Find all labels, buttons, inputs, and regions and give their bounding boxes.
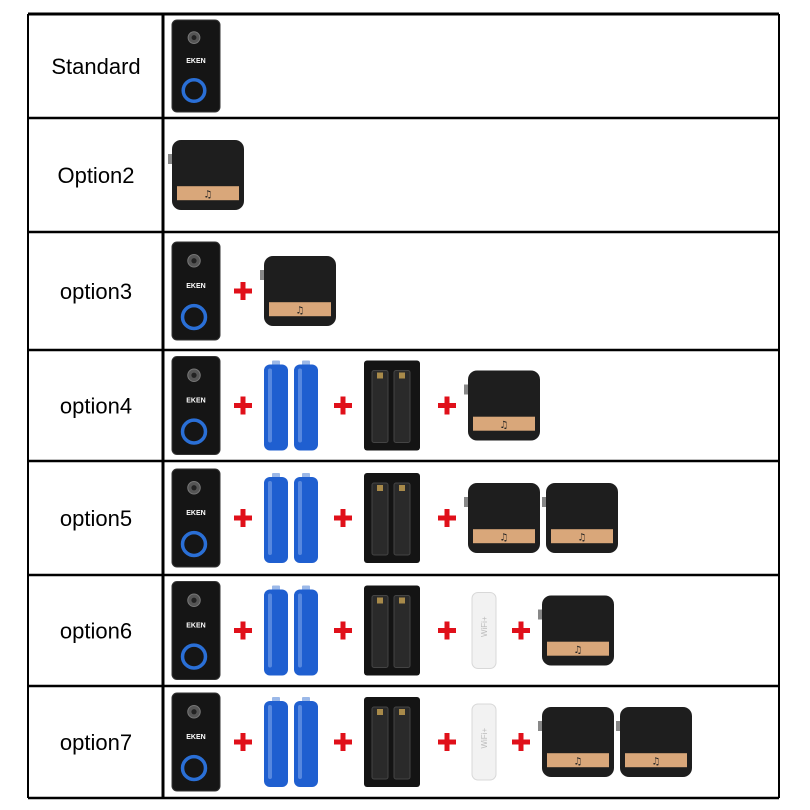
row-label: option4 [60,394,132,419]
plus-icon [234,733,252,751]
battery-charger-image [364,697,420,787]
doorbell-brand-text: EKEN [186,622,205,629]
row-label: option7 [60,730,132,755]
row-label: option3 [60,279,132,304]
doorbell-image: EKEN [171,692,221,792]
doorbell-image: EKEN [171,241,221,341]
music-note-icon: ♫ [204,189,213,200]
doorbell-brand-text: EKEN [186,510,205,517]
plus-icon [234,509,252,527]
row-label: Option2 [57,163,134,188]
plus-icon [234,396,252,415]
music-note-icon: ♫ [296,305,305,316]
row-label: option6 [60,619,132,644]
plus-icon [438,621,456,640]
doorbell-brand-text: EKEN [186,734,205,741]
doorbell-image: EKEN [171,19,221,113]
doorbell-brand-text: EKEN [186,58,205,65]
plus-icon [438,733,456,751]
doorbell-image: EKEN [171,581,221,680]
plus-icon [334,396,352,415]
plus-icon [334,733,352,751]
plus-icon [512,733,530,751]
plus-icon [234,621,252,640]
music-note-icon: ♫ [574,756,583,767]
doorbell-brand-text: EKEN [186,397,205,404]
repeater-text: WiFi+ [480,728,489,749]
wifi-repeater-image: WiFi+ [471,592,497,669]
doorbell-brand-text: EKEN [186,283,205,290]
battery-charger-image [364,360,420,451]
plus-icon [438,509,456,527]
chime-image: ♫ [464,370,540,441]
chime-image: ♫ [168,140,244,210]
plus-icon [438,396,456,415]
batteries-image [264,360,318,451]
music-note-icon: ♫ [574,645,583,656]
music-note-icon: ♫ [578,532,587,543]
chime-image: ♫ [538,595,614,666]
plus-icon [334,621,352,640]
music-note-icon: ♫ [652,756,661,767]
chime-image: ♫ [464,483,540,553]
plus-icon [334,509,352,527]
music-note-icon: ♫ [500,420,509,431]
music-note-icon: ♫ [500,532,509,543]
chime-image: ♫ [542,483,618,553]
wifi-repeater-image: WiFi+ [471,703,497,781]
batteries-image [264,585,318,676]
doorbell-image: EKEN [171,468,221,568]
chime-image: ♫ [538,707,614,777]
doorbell-image: EKEN [171,356,221,455]
battery-charger-image [364,585,420,676]
row-label: option5 [60,506,132,531]
row-label: Standard [51,54,140,79]
plus-icon [512,621,530,640]
battery-charger-image [364,473,420,563]
repeater-text: WiFi+ [480,616,489,637]
plus-icon [234,282,252,300]
chime-image: ♫ [260,256,336,326]
batteries-image [264,697,318,787]
batteries-image [264,473,318,563]
chime-image: ♫ [616,707,692,777]
